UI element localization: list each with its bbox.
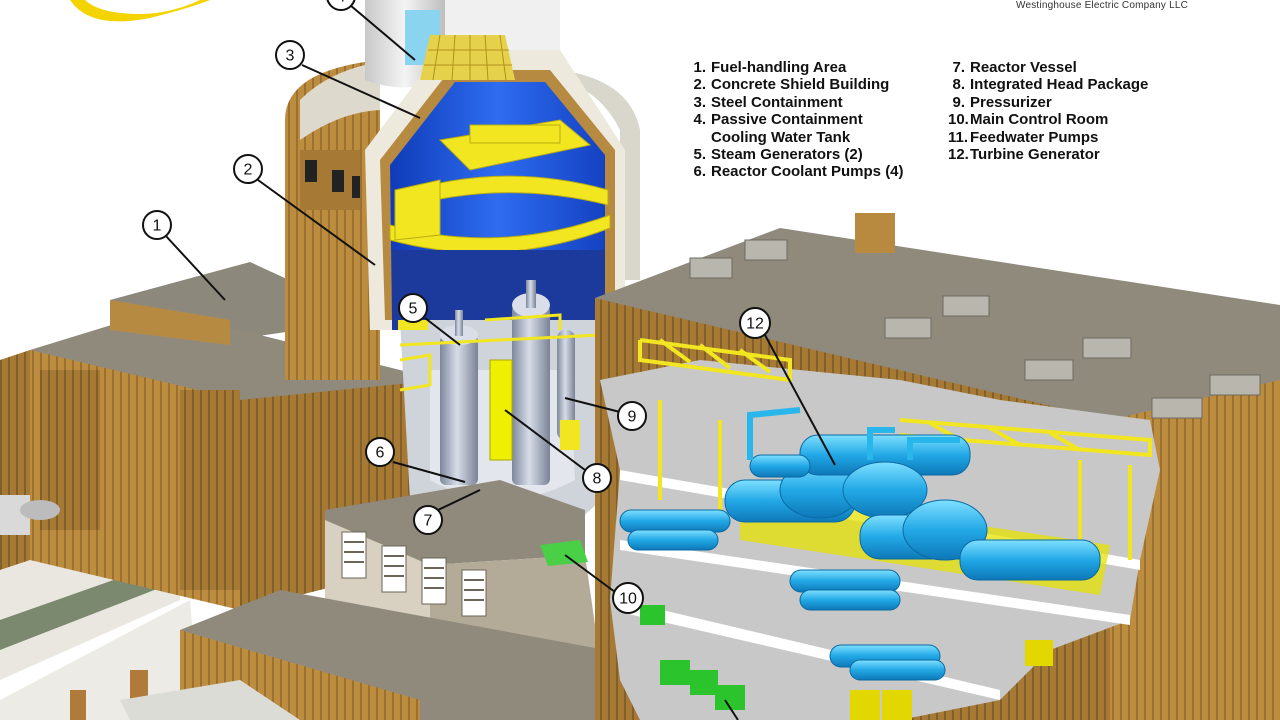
steam-generator-left xyxy=(440,310,478,485)
legend-item: 4.Passive Containment xyxy=(693,111,863,129)
legend-item: 1.Fuel-handling Area xyxy=(693,59,847,76)
callout-12: 12 xyxy=(746,316,764,333)
legend-item: 8.Integrated Head Package xyxy=(952,76,1149,94)
legend-item: 5.Steam Generators (2) xyxy=(693,146,863,164)
callout-2: 2 xyxy=(244,162,253,179)
callout-4: 4 xyxy=(337,0,346,6)
legend-item: 10.Main Control Room xyxy=(948,111,1109,129)
legend-item: 11.Feedwater Pumps xyxy=(948,128,1099,146)
callout-9: 9 xyxy=(628,409,637,426)
credit-text: Westinghouse Electric Company LLC xyxy=(1016,0,1189,11)
legend-item: 6.Reactor Coolant Pumps (4) xyxy=(693,163,904,181)
steam-generator-right xyxy=(512,280,550,485)
legend-item: 3.Steel Containment xyxy=(693,93,843,111)
logo-swoosh xyxy=(70,0,210,22)
callout-10: 10 xyxy=(619,591,637,608)
callout-8: 8 xyxy=(593,471,602,488)
legend-item: 2.Concrete Shield Building xyxy=(693,76,890,94)
callout-3: 3 xyxy=(286,48,295,65)
legend-item: 12.Turbine Generator xyxy=(948,146,1100,164)
callout-6: 6 xyxy=(376,445,385,462)
legend-column-2: 7.Reactor Vessel 8.Integrated Head Packa… xyxy=(948,59,1148,163)
callout-5: 5 xyxy=(409,301,418,318)
legend-item: 7.Reactor Vessel xyxy=(952,59,1077,76)
legend-column-1: 1.Fuel-handling Area 2.Concrete Shield B… xyxy=(690,59,904,181)
legend-item: 9.Pressurizer xyxy=(952,93,1052,111)
callout-1: 1 xyxy=(153,218,162,235)
callout-7: 7 xyxy=(424,513,433,530)
legend-item: Cooling Water Tank xyxy=(711,128,851,146)
